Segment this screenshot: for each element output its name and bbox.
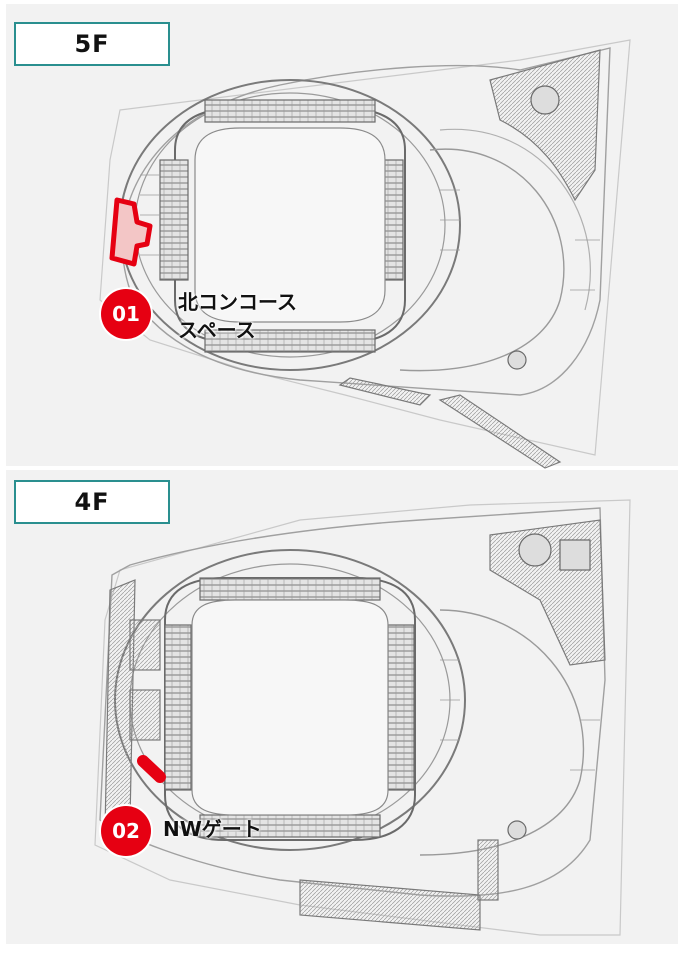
floor-5f-label: 5F: [14, 22, 170, 66]
nw-gate-highlight[interactable]: [137, 755, 166, 783]
spot-02-number-marker[interactable]: 02: [101, 806, 151, 856]
spot-02-name-label: NWゲート: [163, 817, 262, 841]
floor-4f-map: [94, 499, 631, 936]
floor-4f-label: 4F: [14, 480, 170, 524]
spot-01-number-marker[interactable]: 01: [101, 289, 151, 339]
north-concourse-space-highlight[interactable]: [109, 197, 153, 267]
floor-5f-map: [99, 39, 631, 469]
spot-01-name-label: 北コンコース スペース: [178, 290, 297, 342]
